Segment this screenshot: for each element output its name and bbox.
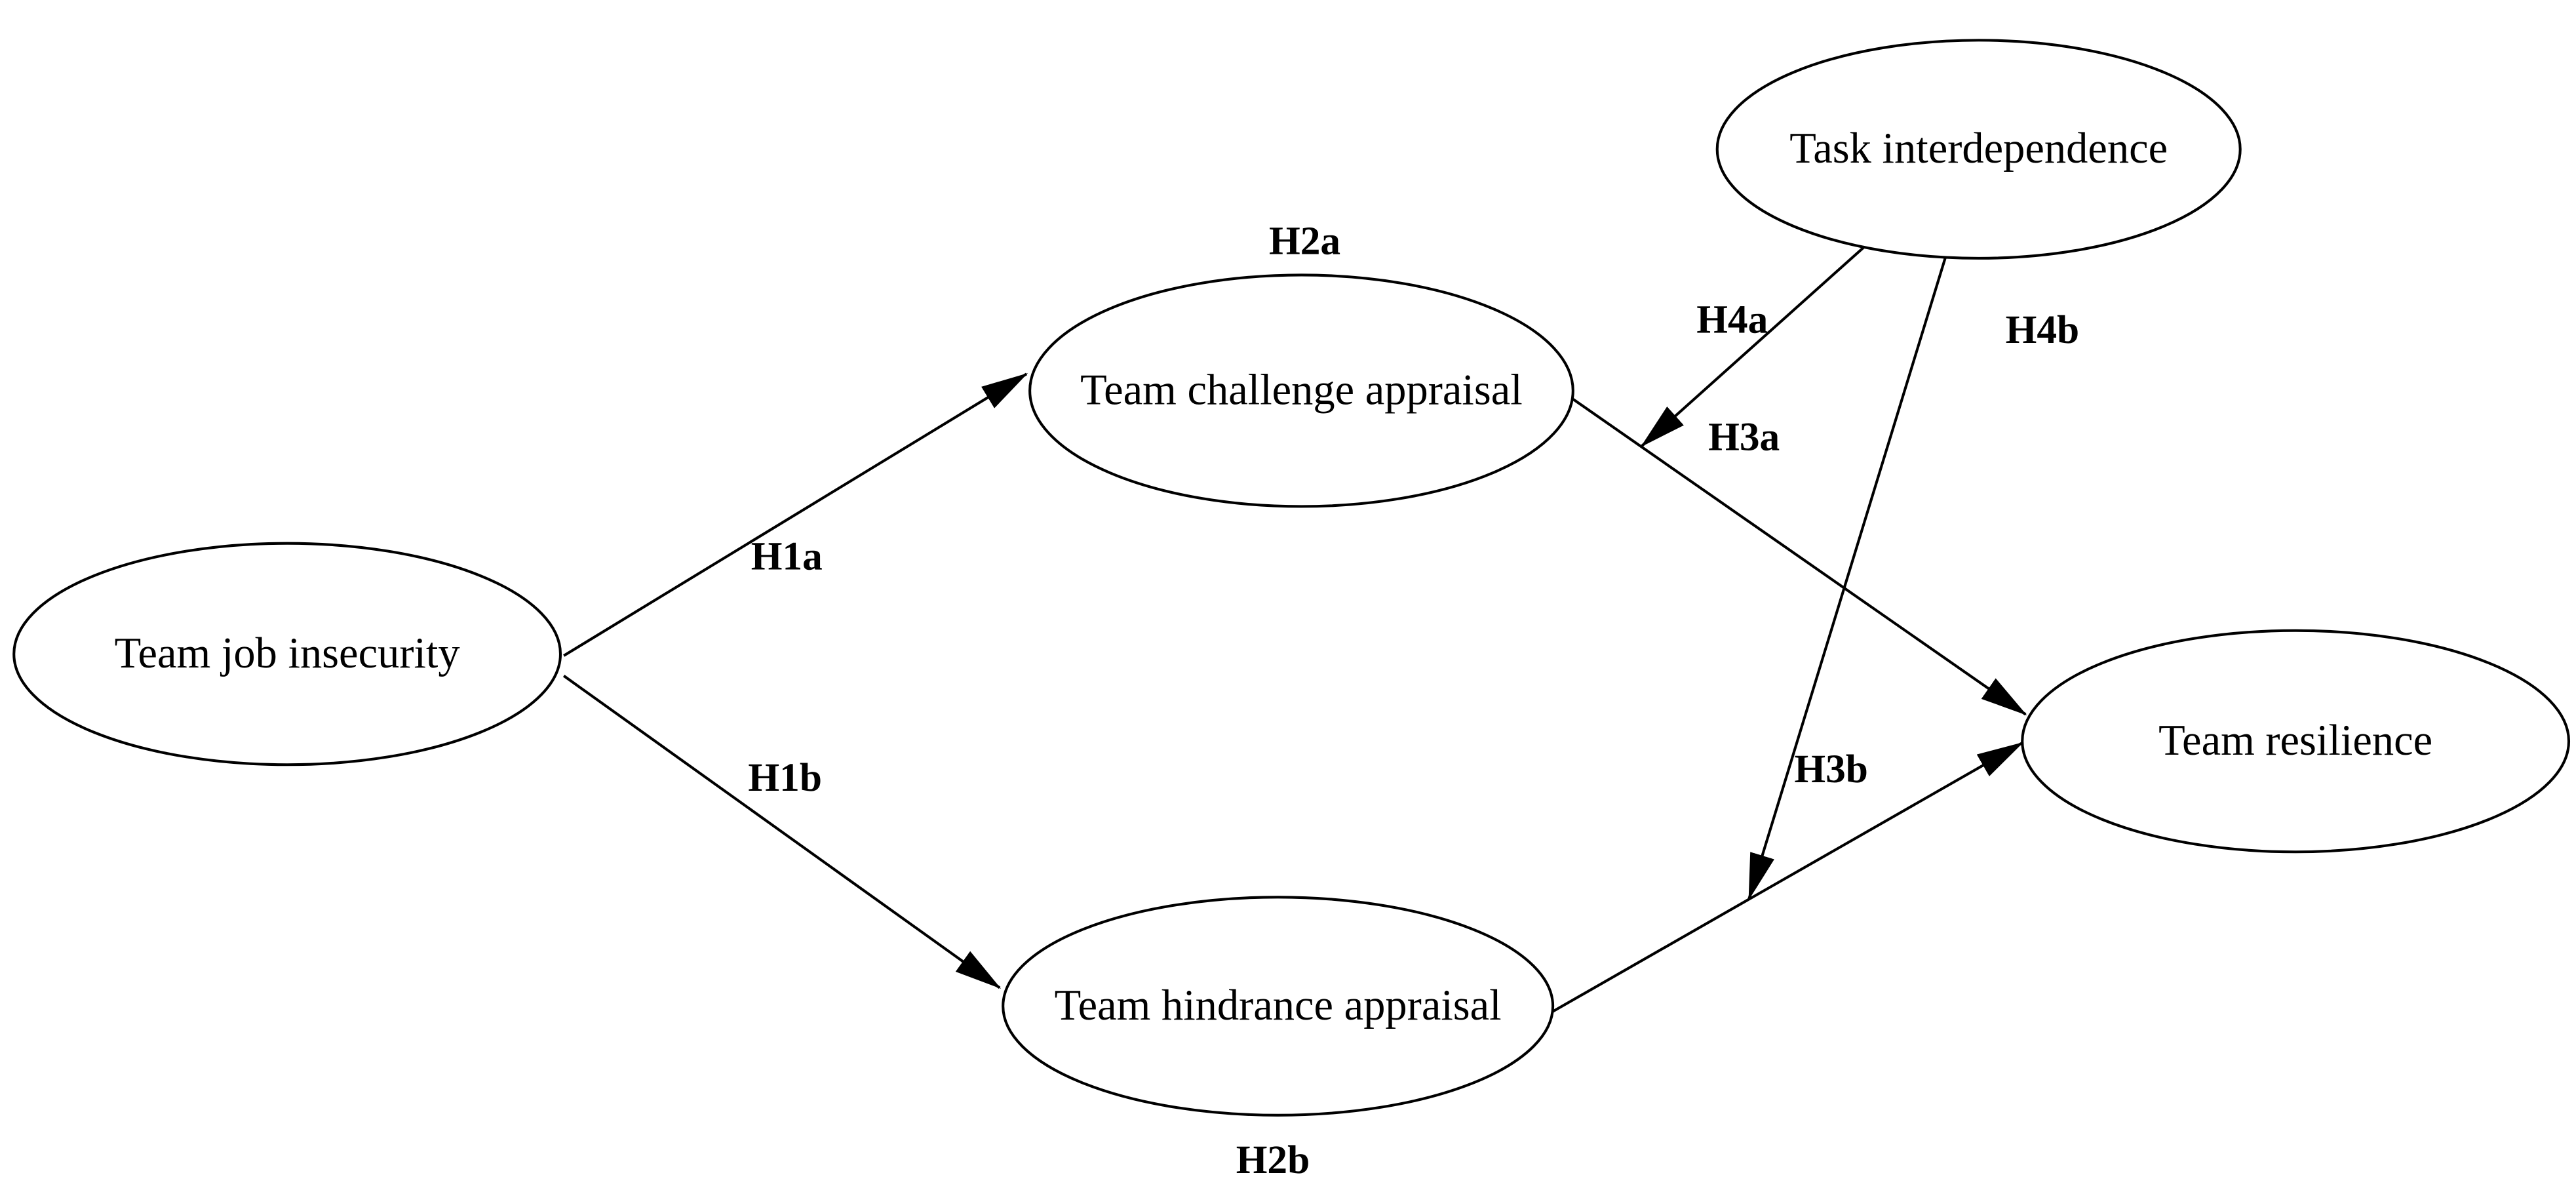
task-interdependence-label: Task interdependence [1789, 125, 2168, 172]
team-challenge-appraisal-ellipse [1028, 273, 1574, 508]
team-job-insecurity-ellipse [12, 542, 562, 766]
arrow-h1a [563, 372, 1028, 657]
arrow-h3a [1572, 398, 2027, 716]
team-job-insecurity-label: Team job insecurity [115, 629, 460, 677]
label-h1a: H1a [751, 534, 823, 578]
team-resilience-label: Team resilience [2158, 717, 2432, 765]
label-h1b: H1b [748, 755, 822, 800]
node-team-job-insecurity: Team job insecurity [12, 542, 562, 766]
label-h2b: H2b [1236, 1138, 1310, 1182]
label-h3a: H3a [1708, 415, 1780, 460]
label-h4a: H4a [1696, 298, 1768, 342]
team-hindrance-appraisal-label: Team hindrance appraisal [1055, 982, 1502, 1029]
edges [562, 245, 2027, 1018]
hypothesis-labels: H1a H1b H2a H2b H3a H3b H4a H4b [748, 219, 2079, 1183]
label-h3b: H3b [1794, 747, 1868, 791]
label-h2a: H2a [1269, 219, 1340, 264]
node-team-hindrance-appraisal: Team hindrance appraisal [1002, 896, 1555, 1117]
arrow-h3b [1544, 742, 2024, 1018]
arrow-h4a-moderation [1640, 245, 1866, 448]
arrow-h4b-moderation [1747, 258, 1947, 901]
team-challenge-appraisal-label: Team challenge appraisal [1080, 366, 1523, 414]
node-team-resilience: Team resilience [2021, 629, 2571, 854]
nodes: Team job insecurity Team challenge appra… [12, 39, 2571, 1117]
arrow-h1b [562, 675, 1002, 989]
team-hindrance-appraisal-ellipse [1002, 896, 1555, 1117]
node-team-challenge-appraisal: Team challenge appraisal [1028, 273, 1574, 508]
node-task-interdependence: Task interdependence [1715, 39, 2242, 260]
task-interdependence-ellipse [1715, 39, 2242, 260]
team-resilience-ellipse [2021, 629, 2571, 854]
label-h4b: H4b [2006, 308, 2080, 352]
